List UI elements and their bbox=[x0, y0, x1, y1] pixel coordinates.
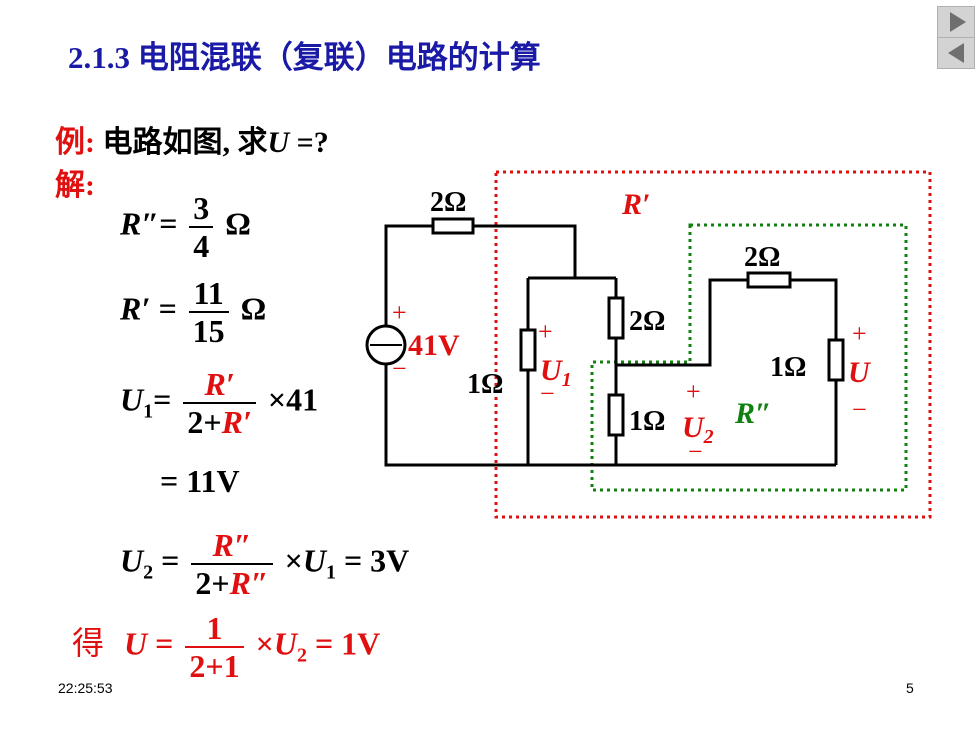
r-dd-fraction: 3 4 bbox=[189, 190, 214, 264]
footer-time: 22:25:53 bbox=[58, 680, 113, 696]
resistor-right-top bbox=[746, 271, 792, 289]
u1-result: = 11V bbox=[160, 463, 240, 499]
u1-circuit-label: U1 bbox=[540, 354, 572, 391]
u2-num: R″ bbox=[191, 527, 273, 565]
r-d-den: 15 bbox=[192, 313, 225, 349]
r-double-prime-label: R″ bbox=[734, 397, 772, 430]
r-d-num: 11 bbox=[188, 275, 229, 313]
u1-fraction: R′ 2+R′ bbox=[183, 366, 256, 440]
source-value-label: 41V bbox=[408, 329, 460, 362]
r-mid-bottom-label: 1Ω bbox=[629, 406, 665, 437]
final-lhs: U bbox=[124, 625, 148, 662]
final-tail-sub: 2 bbox=[296, 644, 307, 667]
resistor-right bbox=[827, 338, 845, 382]
r-prime-label: R′ bbox=[621, 188, 650, 221]
r-dd-unit: Ω bbox=[225, 205, 251, 242]
u1-plus: + bbox=[538, 317, 553, 346]
example-text: 电路如图, 求 bbox=[102, 126, 268, 159]
resistor-mid-left bbox=[519, 328, 537, 372]
u2-tail-v: U bbox=[302, 542, 326, 579]
u1-minus: − bbox=[540, 379, 555, 408]
r-d-fraction: 11 15 bbox=[188, 275, 229, 349]
resistor-mid-bottom bbox=[607, 393, 625, 437]
example-tail: =? bbox=[289, 126, 329, 159]
r-double-prime-equation: R″= 3 4 Ω bbox=[120, 190, 251, 264]
final-tail-a: × bbox=[255, 625, 274, 662]
u1-den-a: 2+ bbox=[187, 404, 222, 440]
u1-equation: U1= R′ 2+R′ ×41 bbox=[120, 366, 318, 440]
u1-lhs: U bbox=[120, 381, 144, 418]
play-left-icon bbox=[948, 43, 964, 63]
solution-label: 解: bbox=[55, 169, 95, 202]
prev-slide-button[interactable] bbox=[937, 37, 975, 69]
source-plus: + bbox=[392, 298, 407, 327]
final-den: 2+1 bbox=[189, 648, 240, 684]
u1-tail: ×41 bbox=[267, 381, 319, 418]
u2-circuit-label: U2 bbox=[682, 411, 714, 448]
u2-fraction: R″ 2+R″ bbox=[191, 527, 273, 601]
example-var: U bbox=[267, 126, 290, 159]
next-slide-button[interactable] bbox=[937, 6, 975, 38]
u2-lhs: U bbox=[120, 542, 144, 579]
source-minus: − bbox=[392, 354, 407, 383]
resistor-mid-top bbox=[607, 296, 625, 340]
final-eq: = bbox=[147, 625, 174, 662]
u1-num: R′ bbox=[183, 366, 256, 404]
r-prime-box bbox=[494, 170, 932, 519]
example-line: 例: 电路如图, 求U =? bbox=[55, 117, 329, 161]
r-dd-lhs: R″= bbox=[120, 205, 178, 242]
play-right-icon bbox=[950, 12, 966, 32]
r-prime-equation: R′ = 11 15 Ω bbox=[120, 275, 266, 349]
u2-den-a: 2+ bbox=[195, 565, 230, 601]
u-minus: − bbox=[852, 395, 867, 424]
final-equation: 得 U = 1 2+1 ×U2 = 1V bbox=[72, 610, 380, 684]
final-prefix: 得 bbox=[72, 625, 105, 662]
u-circuit-label: U bbox=[848, 356, 871, 389]
page-title: 2.1.3 电阻混联（复联）电路的计算 bbox=[68, 40, 541, 75]
u2-tail-b: = 3V bbox=[335, 542, 410, 579]
u2-tail-sub: 1 bbox=[325, 561, 336, 584]
r-right-top-label: 2Ω bbox=[744, 242, 780, 273]
u1-den-b: R′ bbox=[221, 404, 252, 440]
r-right-label: 1Ω bbox=[770, 352, 806, 383]
r-dd-den: 4 bbox=[193, 228, 210, 264]
u2-minus: − bbox=[688, 437, 703, 466]
final-fraction: 1 2+1 bbox=[185, 610, 244, 684]
page-number: 5 bbox=[906, 680, 914, 696]
u2-plus: + bbox=[686, 377, 701, 406]
u2-sub: 2 bbox=[143, 561, 154, 584]
resistor-top bbox=[431, 217, 475, 235]
u2-tail-a: × bbox=[284, 542, 303, 579]
circuit-wires bbox=[384, 224, 838, 467]
u2-den-b: R″ bbox=[229, 565, 269, 601]
final-tail-b: = 1V bbox=[306, 625, 381, 662]
r-dd-num: 3 bbox=[189, 190, 214, 228]
r-mid-top-label: 2Ω bbox=[629, 306, 665, 337]
final-tail-v: U bbox=[273, 625, 297, 662]
u2-eq: = bbox=[153, 542, 180, 579]
u2-equation: U2 = R″ 2+R″ ×U1 = 3V bbox=[120, 527, 409, 601]
final-num: 1 bbox=[185, 610, 244, 648]
r-top-label: 2Ω bbox=[430, 187, 466, 218]
u-plus: + bbox=[852, 319, 867, 348]
r-mid-left-label: 1Ω bbox=[467, 369, 503, 400]
r-d-lhs: R′ = bbox=[120, 290, 177, 327]
u1-sub: 1 bbox=[143, 400, 154, 423]
example-label: 例: bbox=[55, 126, 95, 159]
r-d-unit: Ω bbox=[240, 290, 267, 327]
u1-eq: = bbox=[153, 381, 172, 418]
